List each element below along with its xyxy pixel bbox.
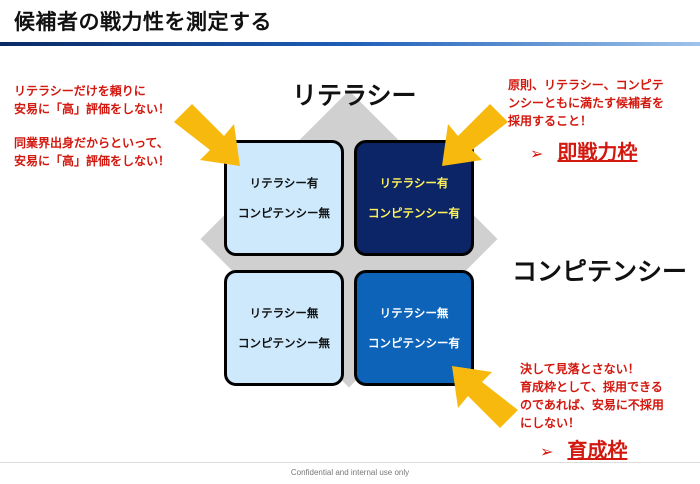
quadrant-line-1: リテラシー無 (249, 306, 319, 320)
arrowhead-bullet-icon: ➢ (530, 144, 544, 163)
arrow-up-left-icon (452, 366, 518, 428)
tag-immediate: ➢ 即戦力枠 (530, 136, 637, 165)
note-top-left-2: 同業界出身だからといって、 安易に「高」評価をしない！ (14, 134, 170, 170)
note-bottom-right: 決して見落とさない！ 育成枠として、採用できる のであれば、安易に不採用 にしな… (520, 360, 664, 432)
quadrant-line-2: コンピテンシー無 (238, 206, 330, 220)
quadrant-bottom-left: リテラシー無 コンピテンシー無 (224, 270, 344, 386)
tag-training: ➢ 育成枠 (540, 434, 627, 463)
page-title: 候補者の戦力性を測定する (14, 10, 272, 34)
quadrant-line-1: リテラシー無 (379, 306, 449, 320)
note-line: 育成枠として、採用できる (520, 380, 663, 394)
title-underline (0, 42, 700, 46)
note-line: ンシーともに満たす候補者を (508, 96, 665, 110)
note-top-left-1: リテラシーだけを頼りに 安易に「高」評価をしない！ (14, 82, 170, 118)
quadrant-line-2: コンピテンシー無 (238, 336, 330, 350)
note-line: 安易に「高」評価をしない！ (14, 154, 171, 168)
arrow-down-left-icon (442, 104, 508, 166)
note-line: 同業界出身だからといって、 (14, 136, 169, 150)
arrowhead-bullet-icon: ➢ (540, 442, 554, 461)
tag-label: 即戦力枠 (557, 140, 638, 164)
tag-label: 育成枠 (567, 438, 628, 462)
quadrant-line-2: コンピテンシー有 (368, 206, 460, 220)
note-line: のであれば、安易に不採用 (520, 398, 664, 412)
quadrant-line-2: コンピテンシー有 (368, 336, 460, 350)
quadrant-line-1: リテラシー有 (249, 176, 319, 190)
footer-divider (0, 462, 700, 463)
note-line: 採用すること！ (508, 114, 593, 128)
axis-label-literacy: リテラシー (292, 81, 417, 110)
note-line: 決して見落とさない！ (520, 362, 640, 376)
note-line: 原則、リテラシー、コンピテ (508, 78, 664, 92)
note-line: リテラシーだけを頼りに (14, 84, 146, 98)
quadrant-top-left: リテラシー有 コンピテンシー無 (224, 140, 344, 256)
footer-text: Confidential and internal use only (290, 468, 410, 477)
arrow-down-right-icon (174, 104, 240, 166)
note-line: 安易に「高」評価をしない！ (14, 102, 171, 116)
axis-label-competency: コンピテンシー (512, 257, 688, 286)
quadrant-line-1: リテラシー有 (379, 176, 449, 190)
note-top-right: 原則、リテラシー、コンピテ ンシーともに満たす候補者を 採用すること！ (508, 76, 664, 130)
note-line: にしない！ (520, 416, 581, 430)
